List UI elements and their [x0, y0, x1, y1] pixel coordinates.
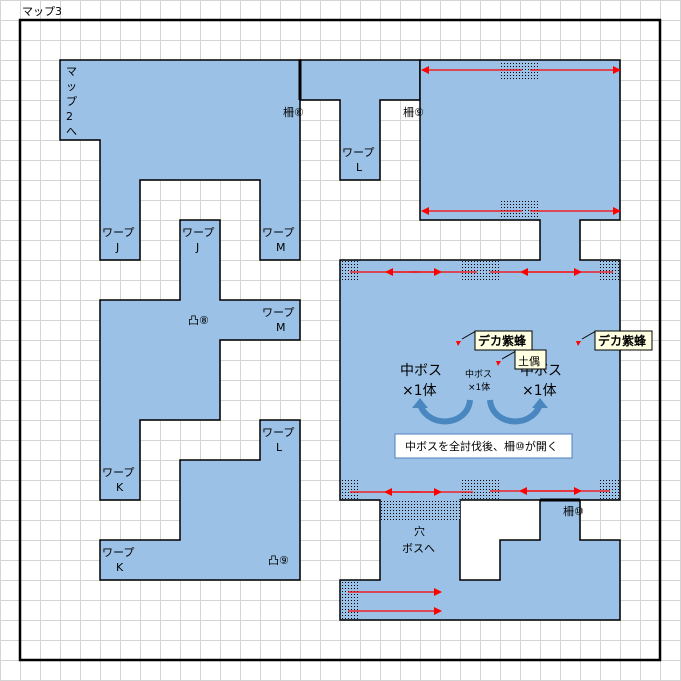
svg-text:M: M — [276, 321, 286, 334]
svg-text:へ: へ — [66, 125, 77, 138]
svg-text:×1体: ×1体 — [522, 383, 557, 399]
movement-arrows — [348, 66, 621, 615]
midboss-left: 中ボス ×1体 — [400, 363, 442, 399]
svg-text:中ボスを全討伐後、柵⑩が開く: 中ボスを全討伐後、柵⑩が開く — [405, 439, 558, 453]
svg-text:ワープ: ワープ — [102, 466, 134, 479]
gate-10-label: 柵⑩ — [563, 504, 584, 518]
dotted-floor-patches — [341, 61, 619, 619]
map-title: マップ3 — [22, 5, 62, 18]
switch-9-label[interactable]: 凸⑨ — [268, 554, 289, 567]
svg-text:ワープ: ワープ — [342, 146, 374, 159]
svg-text:J: J — [195, 241, 199, 254]
warp-m-middle[interactable]: ワープ M — [262, 306, 294, 334]
svg-text:土偶: 土偶 — [518, 355, 540, 368]
svg-text:2: 2 — [66, 110, 73, 123]
boss-room-note: 中ボスを全討伐後、柵⑩が開く — [394, 433, 573, 459]
svg-text:中ボス: 中ボス — [400, 363, 442, 379]
svg-text:ワープ: ワープ — [102, 226, 134, 239]
svg-text:×1体: ×1体 — [468, 381, 490, 393]
callout-giant-bee-2: デカ紫蜂 — [576, 330, 653, 351]
warp-j-middle[interactable]: ワープ J — [182, 226, 214, 254]
svg-text:マ: マ — [66, 65, 77, 78]
callout-clay-figure: 土偶 — [496, 349, 547, 370]
midboss-center: 中ボス ×1体 — [465, 368, 492, 393]
map-frame — [18, 18, 662, 662]
to-map2-label: マ ッ プ 2 へ — [66, 65, 77, 138]
gate-8-label: 柵⑧ — [283, 105, 304, 119]
svg-text:プ: プ — [66, 95, 77, 108]
room-top-left — [59, 59, 301, 261]
svg-text:×1体: ×1体 — [402, 383, 437, 399]
warp-m-top[interactable]: ワープ M — [262, 226, 294, 254]
callout-giant-bee-1: デカ紫蜂 — [456, 330, 533, 351]
svg-text:デカ紫蜂: デカ紫蜂 — [598, 333, 647, 348]
svg-text:ワープ: ワープ — [262, 426, 294, 439]
svg-text:デカ紫蜂: デカ紫蜂 — [478, 333, 527, 348]
curved-arrow-left — [412, 398, 473, 425]
svg-text:ワープ: ワープ — [102, 546, 134, 559]
room-bottom-left — [99, 419, 301, 581]
hole-to-boss[interactable]: 穴 ボスへ — [402, 524, 435, 555]
svg-text:K: K — [116, 561, 124, 574]
warp-l-top[interactable]: ワープ L — [342, 146, 374, 174]
warp-k-bottom[interactable]: ワープ K — [102, 546, 134, 574]
switch-8-label[interactable]: 凸⑧ — [188, 314, 209, 327]
gate-9-label: 柵⑨ — [403, 105, 424, 119]
svg-text:ワープ: ワープ — [182, 226, 214, 239]
svg-text:中ボス: 中ボス — [465, 368, 492, 380]
warp-k-middle[interactable]: ワープ K — [102, 466, 134, 494]
svg-text:ワープ: ワープ — [262, 226, 294, 239]
room-middle-left — [99, 219, 301, 501]
warp-j-top-left[interactable]: ワープ J — [102, 226, 134, 254]
svg-text:M: M — [276, 241, 286, 254]
warp-l-bottom[interactable]: ワープ L — [262, 426, 294, 454]
svg-text:J: J — [115, 241, 119, 254]
curved-arrow-right — [487, 398, 548, 425]
svg-text:穴: 穴 — [414, 524, 425, 538]
svg-text:ッ: ッ — [66, 80, 77, 93]
svg-text:ボスへ: ボスへ — [402, 542, 435, 555]
svg-text:L: L — [276, 441, 283, 454]
svg-text:ワープ: ワープ — [262, 306, 294, 319]
svg-text:L: L — [356, 161, 363, 174]
svg-text:K: K — [116, 481, 124, 494]
